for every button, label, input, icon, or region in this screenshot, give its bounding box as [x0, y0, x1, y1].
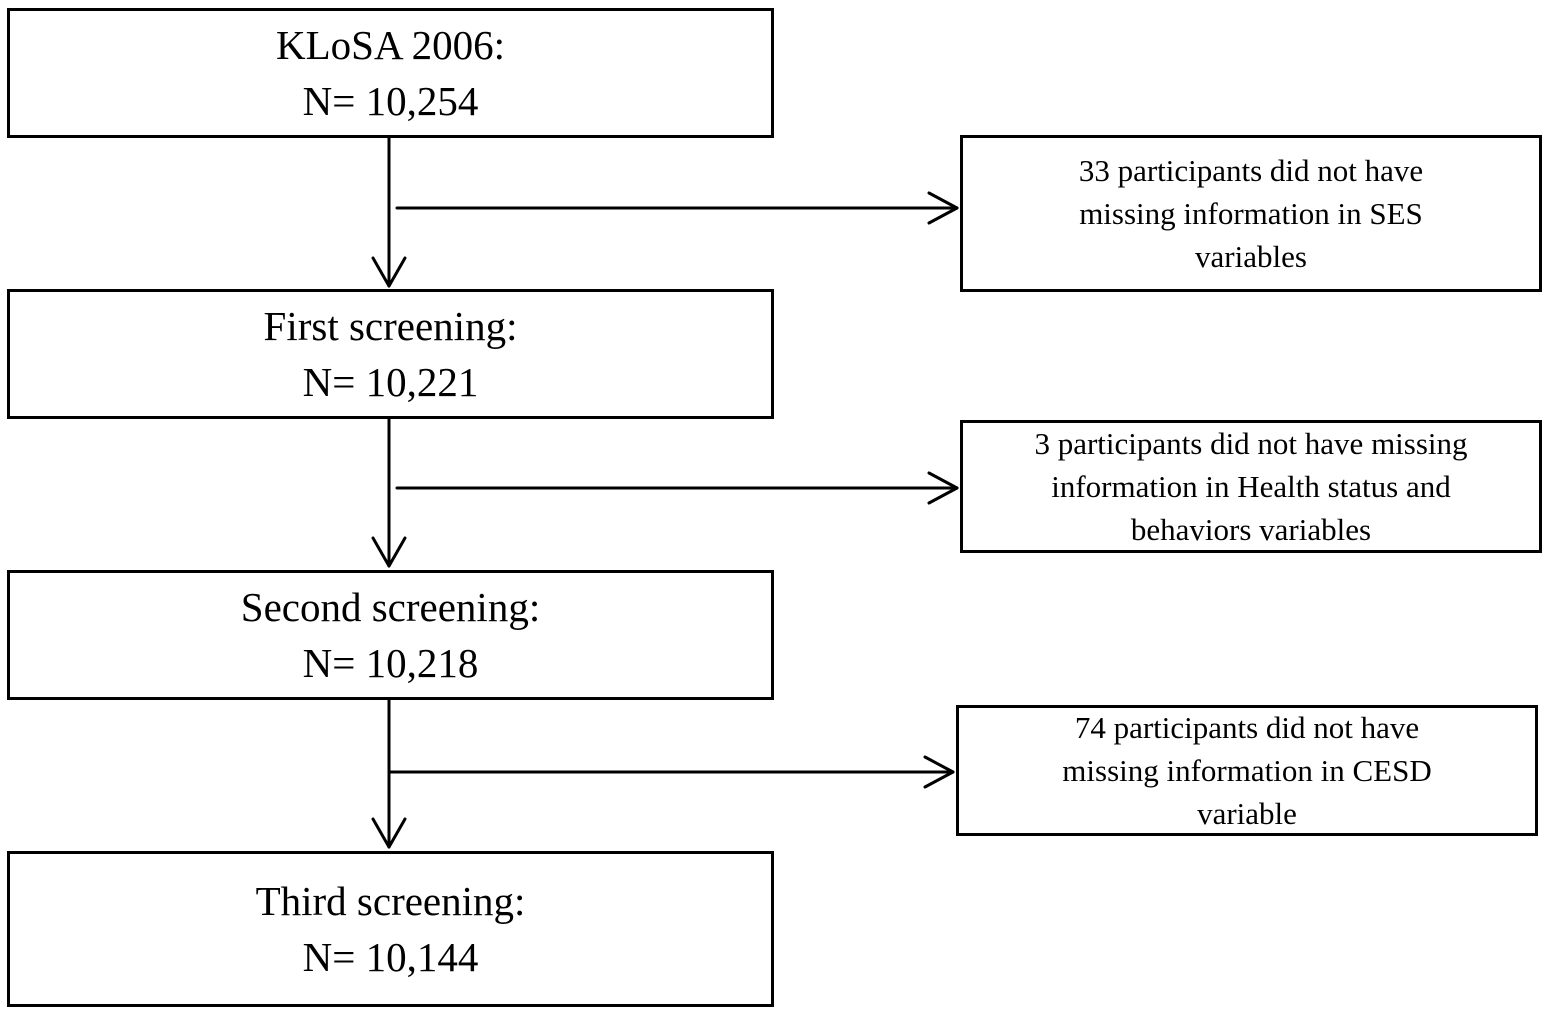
stage-title: First screening: — [263, 303, 518, 349]
exclusion-box-ses: 33 participants did not have missing inf… — [960, 135, 1542, 292]
stage-title: Third screening: — [255, 878, 526, 924]
arrowhead-down-2 — [371, 536, 407, 568]
stage-count: N= 10,144 — [302, 934, 479, 980]
stage-count: N= 10,254 — [302, 78, 479, 124]
exclusion-line: information in Health status and — [1051, 469, 1451, 504]
stage-title: KLoSA 2006: — [276, 22, 505, 68]
exclusion-line: 33 participants did not have — [1078, 153, 1424, 188]
stage-box-third-screening: Third screening: N= 10,144 — [7, 851, 774, 1007]
arrowhead-right-1 — [927, 191, 959, 225]
arrowhead-down-3 — [371, 817, 407, 849]
arrowhead-right-2 — [927, 471, 959, 505]
exclusion-line: variable — [1197, 796, 1297, 831]
arrowhead-down-1 — [371, 256, 407, 288]
stage-box-second-screening: Second screening: N= 10,218 — [7, 570, 774, 700]
exclusion-line: 3 participants did not have missing — [1034, 426, 1468, 461]
exclusion-box-cesd: 74 participants did not have missing inf… — [956, 705, 1538, 836]
arrowhead-right-3 — [923, 755, 955, 789]
stage-box-klosa-2006: KLoSA 2006: N= 10,254 — [7, 8, 774, 138]
exclusion-line: variables — [1195, 239, 1307, 274]
exclusion-box-health: 3 participants did not have missing info… — [960, 420, 1542, 553]
stage-count: N= 10,221 — [302, 359, 479, 405]
exclusion-line: missing information in CESD — [1062, 753, 1432, 788]
stage-count: N= 10,218 — [302, 640, 479, 686]
exclusion-line: behaviors variables — [1130, 512, 1372, 547]
stage-box-first-screening: First screening: N= 10,221 — [7, 289, 774, 419]
stage-title: Second screening: — [240, 584, 541, 630]
exclusion-line: 74 participants did not have — [1074, 710, 1420, 745]
exclusion-line: missing information in SES — [1079, 196, 1423, 231]
